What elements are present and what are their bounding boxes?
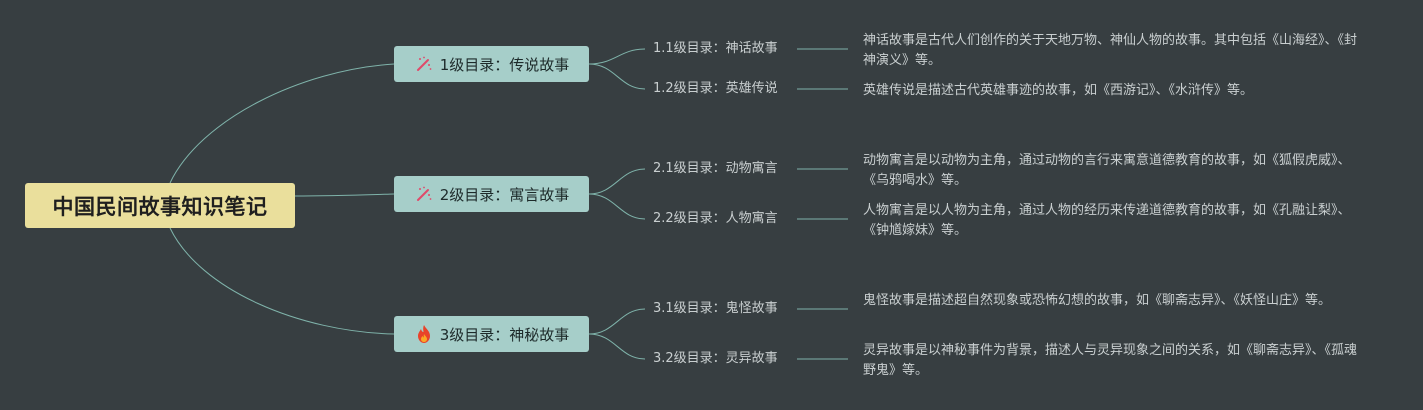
root-node[interactable]: 中国民间故事知识笔记 xyxy=(25,183,295,228)
description-1-2[interactable]: 英雄传说是描述古代英雄事迹的故事，如《西游记》、《水浒传》等。 xyxy=(863,83,1254,98)
subtopic-3-2[interactable]: 3.2级目录：灵异故事 xyxy=(653,351,778,366)
description-3-1[interactable]: 鬼怪故事是描述超自然现象或恐怖幻想的故事，如《聊斋志异》、《妖怪山庄》等。 xyxy=(863,293,1332,308)
description-2-2[interactable]: 人物寓言是以人物为主角，通过人物的经历来传递道德教育的故事，如《孔融让梨》、《钟… xyxy=(863,203,1351,238)
subtopic-1-1[interactable]: 1.1级目录：神话故事 xyxy=(653,41,778,56)
connector-branch-2-sub-1 xyxy=(588,168,646,195)
connector-branch-3-sub-2 xyxy=(588,333,646,360)
connector-branch-1-sub-2 xyxy=(588,63,646,90)
subtopic-2-2[interactable]: 2.2级目录：人物寓言 xyxy=(653,211,778,226)
connector-root-branch-1 xyxy=(169,63,395,184)
root-title: 中国民间故事知识笔记 xyxy=(52,194,268,219)
subtopic-2-1[interactable]: 2.1级目录：动物寓言 xyxy=(653,161,778,176)
connector-root-branch-2 xyxy=(294,193,395,197)
magic-wand-icon xyxy=(414,184,434,204)
branch-node-2[interactable]: 2级目录：寓言故事 xyxy=(394,176,589,212)
branch-node-3[interactable]: 3级目录：神秘故事 xyxy=(394,316,589,352)
fire-icon xyxy=(414,324,434,344)
branch-label-3: 3级目录：神秘故事 xyxy=(439,325,570,344)
subtopic-3-1[interactable]: 3.1级目录：鬼怪故事 xyxy=(653,301,778,316)
connector-branch-2-sub-2 xyxy=(588,193,646,220)
description-2-1[interactable]: 动物寓言是以动物为主角，通过动物的言行来寓意道德教育的故事，如《狐假虎威》、《乌… xyxy=(863,153,1351,188)
connector-branch-1-sub-1 xyxy=(588,48,646,65)
connector-root-branch-3 xyxy=(169,227,395,335)
description-1-1[interactable]: 神话故事是古代人们创作的关于天地万物、神仙人物的故事。其中包括《山海经》、《封神… xyxy=(863,33,1358,68)
connector-branch-3-sub-1 xyxy=(588,308,646,335)
description-3-2[interactable]: 灵异故事是以神秘事件为背景，描述人与灵异现象之间的关系，如《聊斋志异》、《孤魂野… xyxy=(863,343,1358,378)
subtopic-1-2[interactable]: 1.2级目录：英雄传说 xyxy=(653,81,778,96)
magic-wand-icon xyxy=(414,54,434,74)
branch-node-1[interactable]: 1级目录：传说故事 xyxy=(394,46,589,82)
branch-label-2: 2级目录：寓言故事 xyxy=(439,185,570,204)
branch-label-1: 1级目录：传说故事 xyxy=(439,55,570,74)
